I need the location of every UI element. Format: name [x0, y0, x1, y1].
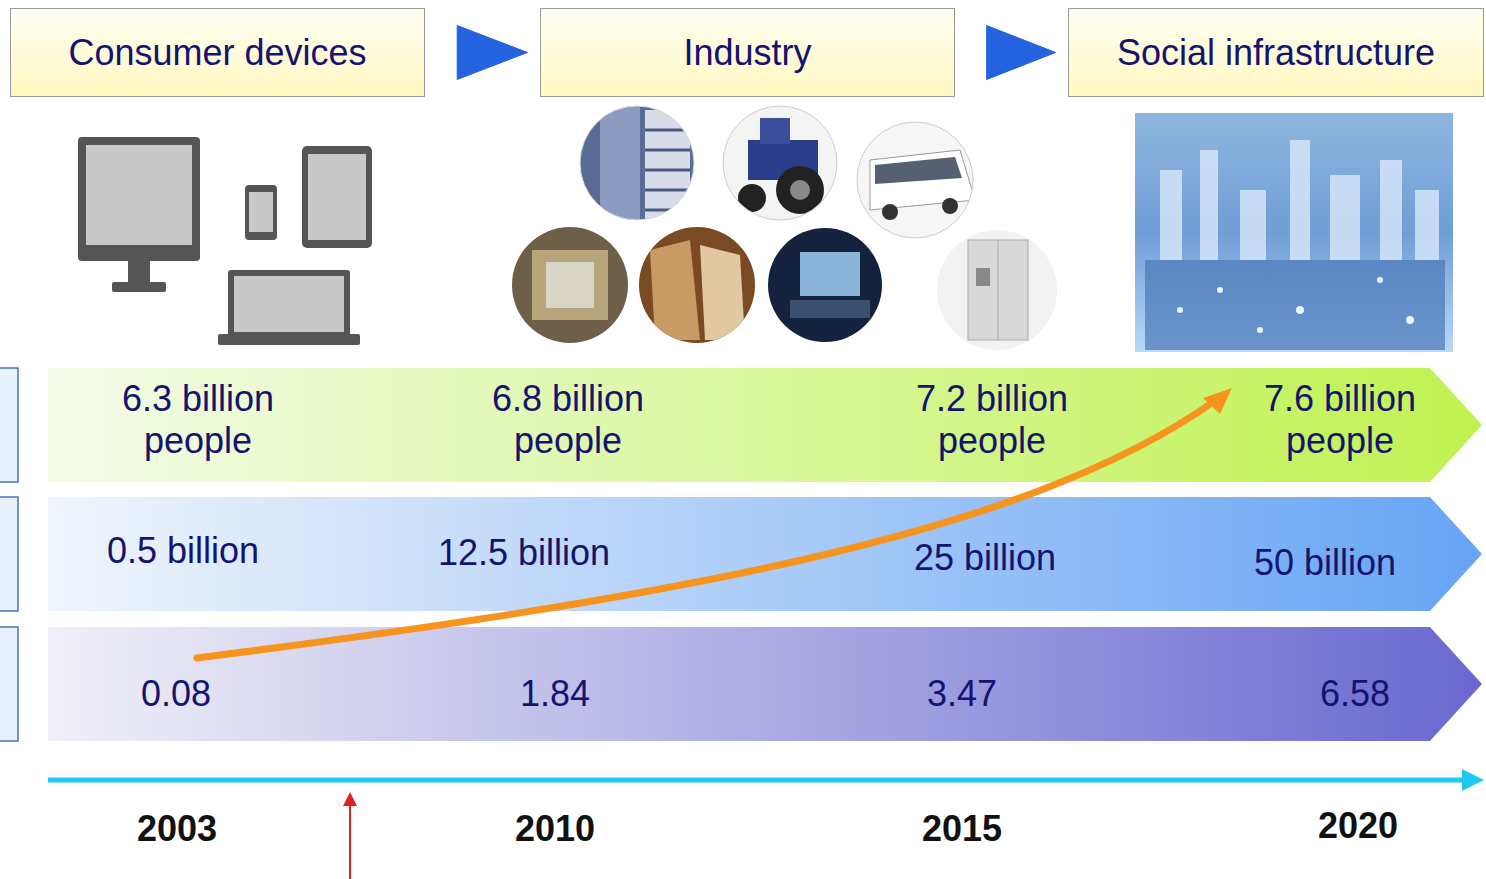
value-text: 0.5 billion: [65, 530, 301, 572]
value-text: 12.5 billion: [406, 532, 642, 574]
value-slot: 25 billion: [855, 498, 1115, 618]
stage-title: Industry: [683, 32, 811, 74]
band-fill: [48, 368, 1482, 482]
pointer-arrow: [343, 792, 357, 879]
industry-photos: [510, 100, 1059, 352]
timeline-axis: [48, 769, 1484, 791]
band-fill: [48, 497, 1482, 611]
value-slot: 7.2 billion people: [862, 360, 1122, 480]
value-band: 0.5 billion 12.5 billion 25 billion 50 bill…: [48, 497, 1482, 611]
value-slot: 0.5 billion: [53, 491, 313, 611]
value-slot: 6.3 billion people: [68, 360, 328, 480]
value-text: 7.6 billion people: [1222, 378, 1458, 462]
year-label: 2020: [1278, 805, 1438, 847]
value-slot: 6.8 billion people: [438, 360, 698, 480]
stage-box: Social infrastructure: [1068, 8, 1484, 97]
year-label: 2015: [882, 808, 1042, 850]
value-text: 50 billion: [1207, 542, 1443, 584]
stage-title: Consumer devices: [68, 32, 366, 74]
value-text: 6.3 billion people: [80, 378, 316, 462]
value-band: 0.08 1.84 3.47 6.58: [48, 627, 1482, 741]
city-photo: [1135, 113, 1453, 352]
value-band: 6.3 billion people 6.8 billion people 7.2 …: [48, 368, 1482, 482]
stage-title: Social infrastructure: [1117, 32, 1435, 74]
value-text: 1.84: [437, 673, 673, 715]
value-slot: 50 billion: [1195, 503, 1455, 623]
value-text: 6.58: [1237, 673, 1473, 715]
value-slot: 1.84: [425, 634, 685, 754]
flow-arrow: [987, 26, 1056, 80]
flow-arrow: [457, 26, 527, 80]
value-text: 3.47: [844, 673, 1080, 715]
year-label: 2003: [97, 808, 257, 850]
value-slot: 7.6 billion people: [1210, 360, 1470, 480]
stage-box: Industry: [540, 8, 955, 97]
year-label: 2010: [475, 808, 635, 850]
value-text: 7.2 billion people: [874, 378, 1110, 462]
band-fill: [48, 627, 1482, 741]
value-slot: 6.58: [1225, 634, 1485, 754]
value-text: 25 billion: [867, 537, 1103, 579]
stage-box: Consumer devices: [10, 8, 425, 97]
device-icons: [78, 137, 372, 345]
row-header-stub: [0, 368, 18, 741]
value-text: 0.08: [58, 673, 294, 715]
value-slot: 3.47: [832, 634, 1092, 754]
value-text: 6.8 billion people: [450, 378, 686, 462]
band-shape: [48, 627, 1482, 741]
